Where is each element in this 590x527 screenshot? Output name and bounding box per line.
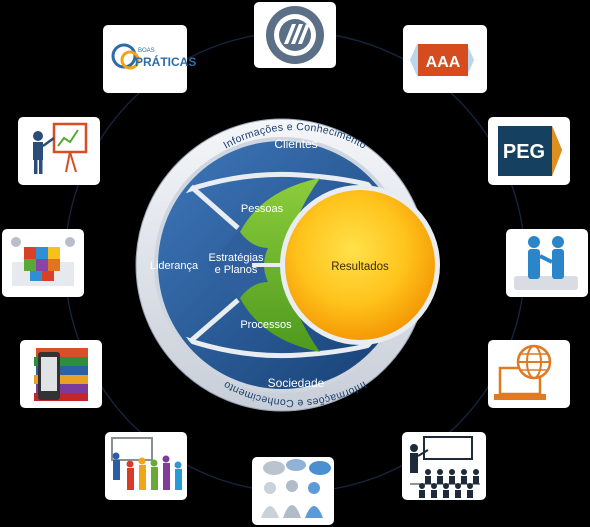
presenter-chart-icon: [33, 122, 88, 174]
peg-logo-icon: PEG: [498, 126, 562, 176]
aaa-logo-icon: AAA: [410, 44, 474, 76]
tile-web-laptop[interactable]: [488, 340, 570, 408]
team-whiteboard-icon: [111, 437, 182, 490]
tile-books-ereader[interactable]: [20, 340, 102, 408]
estrategias-label-line1: Estratégias: [208, 252, 264, 264]
boas-small-label: BOAS: [138, 48, 155, 54]
tile-presenter-chart[interactable]: [18, 117, 100, 185]
classroom-icon: [410, 436, 480, 498]
tile-team-whiteboard[interactable]: [105, 432, 187, 500]
aaa-label: AAA: [426, 54, 461, 71]
tile-people-connection[interactable]: [506, 229, 588, 297]
boas-praticas-logo-icon: BOAS PRÁTICAS: [111, 43, 196, 70]
tile-classroom[interactable]: [402, 432, 486, 500]
people-connection-icon: [514, 236, 578, 290]
tile-aaa[interactable]: AAA: [403, 25, 487, 93]
clientes-label: Clientes: [274, 137, 317, 151]
books-ereader-icon: [34, 348, 88, 401]
tile-puzzle-team[interactable]: [2, 229, 84, 297]
resultados-disc: [285, 190, 435, 340]
seal-icon: [266, 6, 324, 64]
resultados-label: Resultados: [331, 261, 389, 273]
globe-laptop-icon: [494, 344, 552, 400]
lideranca-label: Liderança: [150, 260, 199, 272]
speech-bubbles-icon: [261, 459, 331, 518]
tile-boas-praticas[interactable]: BOAS PRÁTICAS: [103, 25, 196, 93]
estrategias-label-line2: e Planos: [215, 264, 258, 276]
tile-communication[interactable]: [252, 457, 334, 525]
sociedade-label: Sociedade: [268, 376, 325, 390]
praticas-label: PRÁTICAS: [135, 54, 196, 69]
pessoas-label: Pessoas: [241, 203, 284, 215]
tile-premio-nacional[interactable]: [254, 2, 336, 68]
processos-label: Processos: [240, 319, 292, 331]
tile-peg[interactable]: PEG: [488, 117, 570, 185]
puzzle-team-icon: [11, 237, 75, 286]
peg-label: PEG: [503, 141, 545, 163]
